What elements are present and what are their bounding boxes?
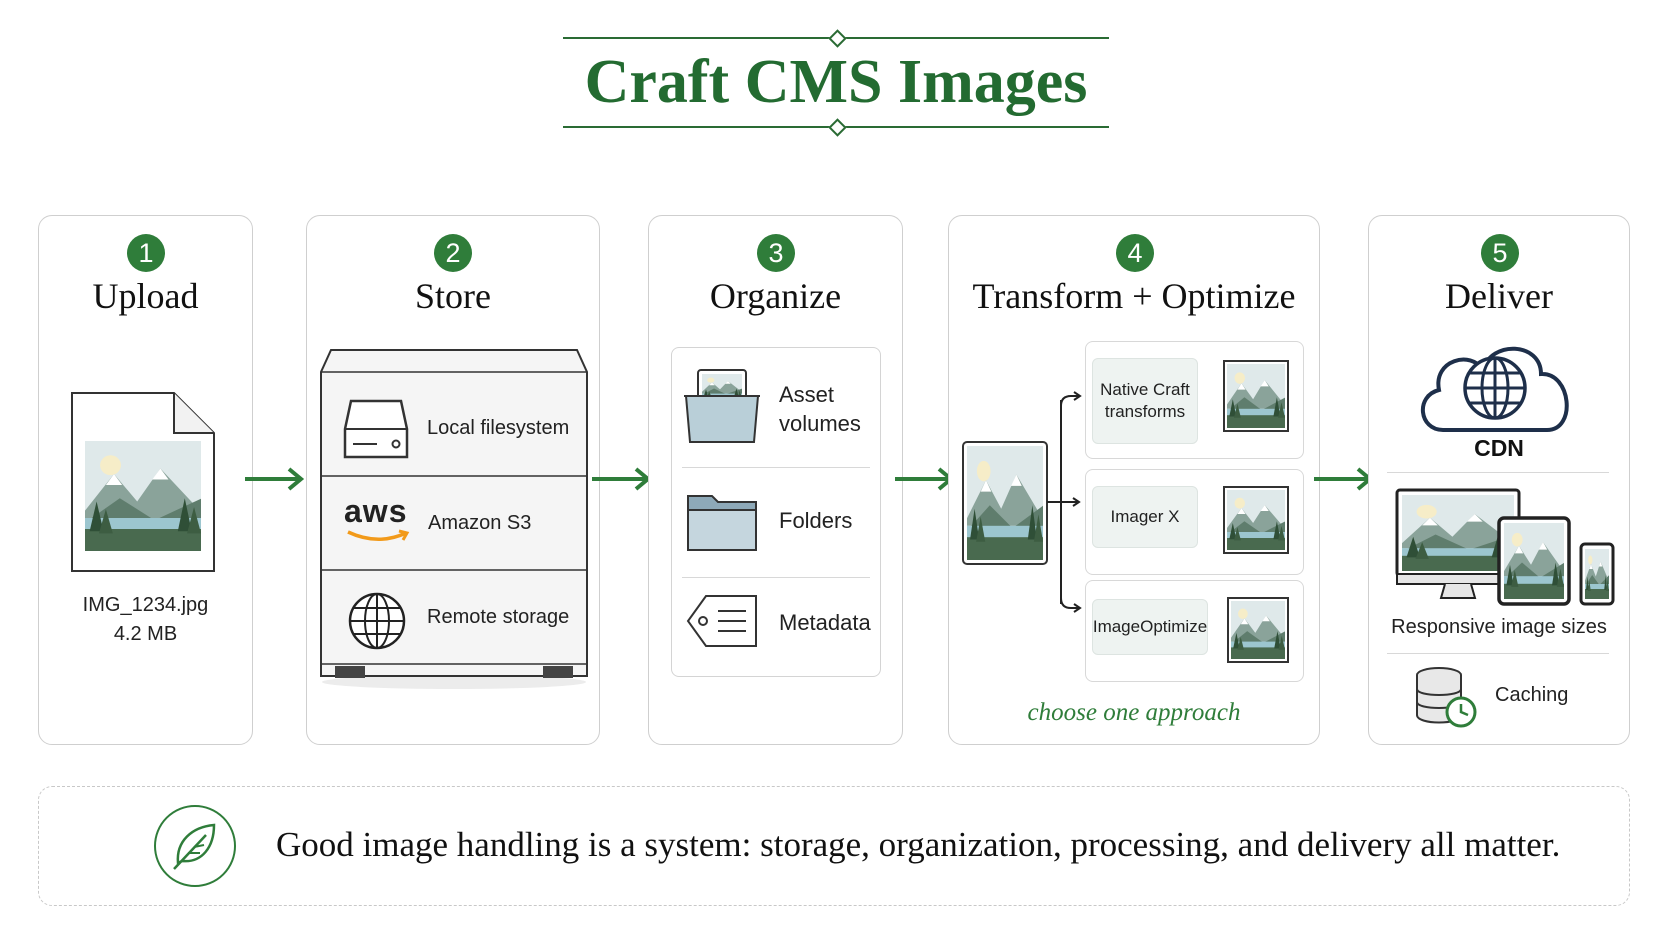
organize-panel: Asset volumes Folders Metadata bbox=[671, 347, 881, 677]
separator bbox=[1387, 472, 1609, 473]
transform-option-imager: Imager X bbox=[1085, 469, 1304, 575]
leaf-icon bbox=[154, 805, 236, 887]
option-label: ImageOptimize bbox=[1092, 617, 1208, 636]
step-card-organize: 3 Organize Asset volumes Folders Metadat… bbox=[648, 215, 903, 745]
aws-smile-icon bbox=[347, 529, 410, 541]
asset-volume-icon bbox=[684, 369, 760, 443]
responsive-devices-icon bbox=[1395, 488, 1615, 606]
image-file-icon bbox=[71, 392, 215, 572]
approach-note: choose one approach bbox=[1027, 699, 1241, 726]
step-title: Deliver bbox=[1445, 276, 1553, 316]
transform-option-imageoptimize: ImageOptimize bbox=[1085, 580, 1304, 682]
option-label-line1: Native Craft bbox=[1100, 380, 1190, 399]
footer-text: Good image handling is a system: storage… bbox=[276, 825, 1561, 864]
step-card-store: 2 Store Local filesystem aws Amazon S3 R… bbox=[306, 215, 600, 745]
page-title: Craft CMS Images bbox=[584, 48, 1088, 116]
cloud-globe-icon bbox=[1421, 346, 1569, 432]
file-name: IMG_1234.jpg bbox=[82, 594, 209, 616]
transform-option-native: Native Craft transforms bbox=[1085, 341, 1304, 459]
separator bbox=[1387, 653, 1609, 654]
step-number-badge: 3 bbox=[757, 234, 795, 272]
title-banner: Craft CMS Images bbox=[563, 29, 1109, 137]
image-thumbnail bbox=[1227, 597, 1289, 663]
separator bbox=[682, 467, 870, 468]
store-label-s3: Amazon S3 bbox=[428, 512, 532, 534]
option-label: Imager X bbox=[1110, 507, 1180, 526]
step-title: Transform + Optimize bbox=[972, 276, 1296, 316]
option-label-line2: transforms bbox=[1104, 402, 1186, 421]
organize-label-folders: Folders bbox=[779, 508, 853, 533]
hard-drive-icon bbox=[343, 399, 409, 459]
title-diamond-top bbox=[828, 29, 847, 48]
option-label-pill: Native Craft transforms bbox=[1092, 358, 1198, 444]
step-card-transform: 4 Transform + Optimize Native Craft tran… bbox=[948, 215, 1320, 745]
folder-icon bbox=[687, 495, 757, 551]
step-title: Upload bbox=[92, 276, 199, 316]
separator bbox=[682, 577, 870, 578]
step-number-badge: 5 bbox=[1481, 234, 1519, 272]
step-number-badge: 4 bbox=[1116, 234, 1154, 272]
store-label-local: Local filesystem bbox=[427, 417, 570, 439]
responsive-label: Responsive image sizes bbox=[1391, 616, 1607, 638]
step-number-badge: 1 bbox=[127, 234, 165, 272]
option-label-pill: Imager X bbox=[1092, 486, 1198, 548]
organize-label-asset-line1: Asset bbox=[779, 382, 835, 407]
step-card-deliver: 5 Deliver CDN Responsive image sizes Cac… bbox=[1368, 215, 1630, 745]
file-size: 4.2 MB bbox=[113, 623, 178, 645]
step-title: Store bbox=[415, 276, 491, 316]
branch-connector bbox=[1047, 391, 1082, 613]
footer-callout: Good image handling is a system: storage… bbox=[38, 786, 1630, 906]
organize-label-metadata: Metadata bbox=[779, 610, 871, 635]
aws-logo-text: aws bbox=[344, 493, 408, 529]
source-image-icon bbox=[962, 441, 1048, 565]
step-title: Organize bbox=[709, 276, 842, 316]
option-label-pill: ImageOptimize bbox=[1092, 599, 1208, 655]
caching-label: Caching bbox=[1495, 684, 1569, 706]
image-thumbnail bbox=[1223, 486, 1289, 554]
cdn-label: CDN bbox=[1474, 435, 1524, 461]
flow-arrow-icon bbox=[592, 467, 652, 491]
title-diamond-bottom bbox=[828, 118, 847, 137]
organize-label-asset-line2: volumes bbox=[779, 411, 861, 436]
tag-icon bbox=[686, 595, 757, 647]
database-clock-icon bbox=[1416, 667, 1477, 728]
flow-arrow-icon bbox=[245, 467, 305, 491]
step-number-badge: 2 bbox=[434, 234, 472, 272]
aws-logo: aws bbox=[344, 493, 414, 546]
image-thumbnail bbox=[1223, 360, 1289, 432]
store-label-remote: Remote storage bbox=[427, 606, 570, 628]
step-card-upload: 1 Upload IMG_1234.jpg 4.2 MB bbox=[38, 215, 253, 745]
globe-icon bbox=[348, 592, 406, 650]
